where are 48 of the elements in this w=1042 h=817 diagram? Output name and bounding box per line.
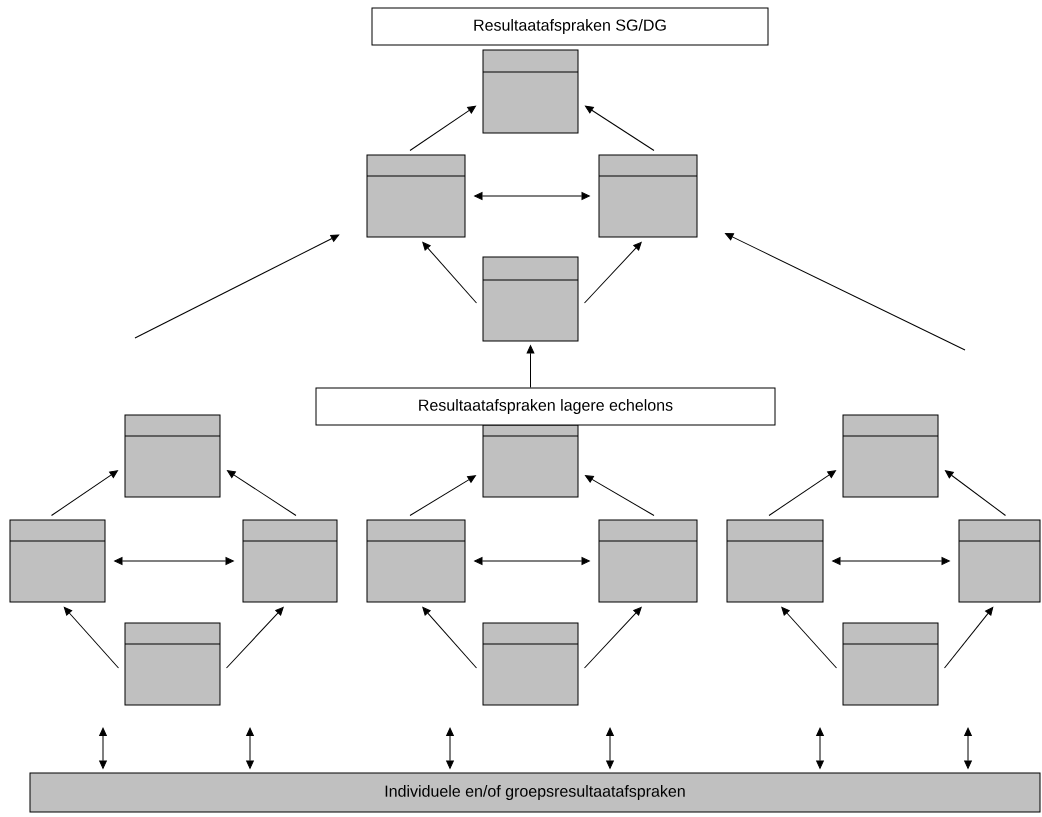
arrow <box>474 557 590 565</box>
arrow <box>474 192 590 200</box>
unit-box <box>482 424 579 498</box>
unit-box <box>726 519 824 603</box>
arrow <box>945 470 1006 516</box>
arrow <box>422 606 477 669</box>
arrow <box>832 557 950 565</box>
arrow <box>964 727 972 769</box>
unit-box <box>598 154 698 238</box>
arrow <box>409 475 476 516</box>
unit-box <box>958 519 1041 603</box>
unit-box <box>366 154 466 238</box>
arrow <box>768 470 836 516</box>
arrow <box>422 241 477 304</box>
arrow <box>725 233 966 351</box>
arrow <box>446 727 454 769</box>
unit-box <box>9 519 106 603</box>
unit-box <box>124 414 221 498</box>
arrow <box>781 606 837 669</box>
arrow <box>134 234 340 339</box>
arrow <box>51 470 118 516</box>
arrow <box>816 727 824 769</box>
unit-box <box>482 256 579 342</box>
unit-box <box>242 519 338 603</box>
arrow <box>606 727 614 769</box>
arrow <box>944 606 994 669</box>
arrow <box>99 727 107 769</box>
arrow <box>114 557 234 565</box>
arrow <box>585 475 655 516</box>
arrow <box>226 606 284 669</box>
unit-box <box>124 622 221 706</box>
arrow <box>246 727 254 769</box>
arrow <box>63 606 119 669</box>
arrow <box>585 105 655 151</box>
agreement-band: Individuele en/of groepsresultaatafspraken <box>29 772 1041 813</box>
unit-box <box>842 414 939 498</box>
arrow <box>584 241 642 304</box>
arrow <box>584 606 642 669</box>
unit-box <box>482 49 579 134</box>
unit-box <box>366 519 466 603</box>
label-box: Resultaatafspraken lagere echelons <box>315 387 776 426</box>
arrow <box>227 470 297 516</box>
arrow <box>409 105 476 151</box>
unit-box <box>598 519 698 603</box>
unit-box <box>482 622 579 706</box>
label-box: Resultaatafspraken SG/DG <box>371 7 769 46</box>
unit-box <box>842 622 939 706</box>
arrow <box>526 345 535 388</box>
